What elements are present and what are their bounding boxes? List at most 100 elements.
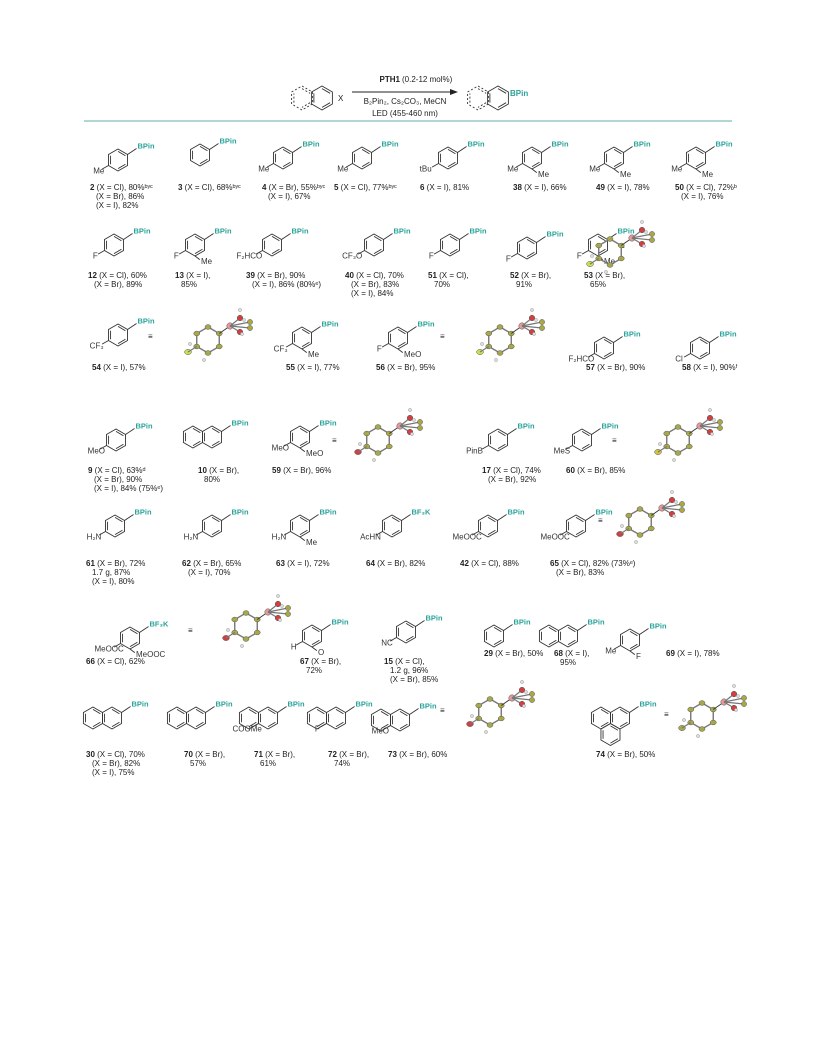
- caption-line: 73 (X = Br), 60%: [388, 750, 447, 759]
- boron-group-label: BPin: [232, 508, 250, 517]
- caption-line: 29 (X = Br), 50%: [484, 649, 543, 658]
- substituent-label: MeO: [88, 447, 105, 456]
- light-label: LED (455-460 nm): [372, 109, 438, 118]
- substituent-label: O: [318, 648, 324, 657]
- substituent-label: Me: [507, 165, 519, 174]
- caption-line: 17 (X = Cl), 74%: [482, 466, 541, 475]
- boron-group-label: BPin: [518, 422, 536, 431]
- compound-10: BPin 10 (X = Br),80%: [182, 419, 250, 484]
- compound-ring: [290, 425, 310, 449]
- boron-group-label: BPin: [468, 140, 486, 149]
- caption-line: 10 (X = Br),: [198, 466, 239, 475]
- compound-ring: [202, 425, 222, 449]
- boron-group-label: BPin: [514, 618, 532, 627]
- caption-line: 59 (X = Br), 96%: [272, 466, 331, 475]
- compound-ring: [438, 146, 458, 170]
- compound-ring: [186, 706, 206, 730]
- caption-line: 53 (X = Br),: [584, 271, 625, 280]
- substrate-ring-right: [311, 85, 333, 111]
- compound-ring: [488, 428, 508, 452]
- caption-line: 1.7 g, 87%: [92, 568, 130, 577]
- equivalence-sign: ≡: [188, 626, 193, 635]
- substituent-label: F: [377, 345, 382, 354]
- caption-line: (X = Br), 83%: [351, 280, 399, 289]
- caption-line: 4 (X = Br), 55%ᵇʸᶜ: [262, 183, 326, 192]
- boron-group-label: BPin: [216, 700, 234, 709]
- boron-group-label: BPin: [634, 140, 652, 149]
- equivalence-sign: ≡: [148, 332, 153, 341]
- substituent-label: Me: [604, 257, 616, 266]
- caption-line: (X = Br), 89%: [94, 280, 142, 289]
- substituent-label: H₂N: [272, 533, 287, 542]
- product-bpin-label: BPin: [510, 89, 528, 98]
- compound-ring: [396, 620, 416, 644]
- boron-group-label: BPin: [552, 140, 570, 149]
- substituent-label: H₂N: [87, 533, 102, 542]
- boron-group-label: BPin: [716, 140, 734, 149]
- substituent-label: Me: [308, 350, 320, 359]
- substituent-label: Me: [93, 167, 105, 176]
- boron-group-label: BPin: [215, 227, 233, 236]
- substituent-label: F₂HCO: [236, 252, 262, 261]
- fused-ring: [590, 706, 611, 730]
- fused-ring: [238, 706, 259, 730]
- caption-line: 80%: [204, 475, 220, 484]
- boron-group-label: BPin: [618, 227, 636, 236]
- caption-line: (X = I), 70%: [188, 568, 230, 577]
- equivalence-sign: ≡: [598, 516, 603, 525]
- compound-29: BPin 29 (X = Br), 50%: [484, 618, 543, 659]
- boron-group-label: BPin: [418, 320, 436, 329]
- substituent-label: F: [636, 652, 641, 661]
- boron-group-label: BPin: [322, 320, 340, 329]
- substituent-label: F: [577, 252, 582, 261]
- caption-line: 57%: [190, 759, 206, 768]
- crystal-structure: ≡: [440, 680, 535, 734]
- product-ring-left: [467, 85, 489, 111]
- caption-line: 91%: [516, 280, 532, 289]
- substituent-label: MeO: [272, 444, 289, 453]
- boron-group-label: BPin: [640, 700, 658, 709]
- equivalence-sign: ≡: [664, 710, 669, 719]
- substituent-label: MeOOC: [452, 533, 482, 542]
- substituent-label: Me: [605, 647, 617, 656]
- caption-line: (X = I), 75%: [92, 768, 134, 777]
- crystal-structure: ≡: [148, 308, 253, 362]
- caption-line: 12 (X = Cl), 60%: [88, 271, 147, 280]
- compound-ring: [106, 428, 126, 452]
- compound-ring: [364, 233, 384, 257]
- substituent-label: MeO: [306, 449, 323, 458]
- substituent-label: Me: [589, 165, 601, 174]
- substituent-label: F: [429, 252, 434, 261]
- caption-line: 2 (X = Cl), 80%ᵇʸᶜ: [90, 183, 153, 192]
- fused-ring: [538, 624, 559, 648]
- boron-group-label: BPin: [232, 419, 250, 428]
- crystal-structure: ≡: [612, 408, 723, 462]
- boron-group-label: BPin: [132, 700, 150, 709]
- boron-group-label: BPin: [547, 230, 565, 239]
- substituent-label: Me: [671, 165, 683, 174]
- substituent-label: Me: [258, 165, 270, 174]
- caption-line: 30 (X = Cl), 70%: [86, 750, 145, 759]
- fused-ring: [82, 706, 103, 730]
- substituent-label: CF₃: [90, 342, 104, 351]
- substituent-label: MeO: [404, 350, 421, 359]
- caption-line: (X = I), 80%: [92, 577, 134, 586]
- caption-line: 57 (X = Br), 90%: [586, 363, 645, 372]
- compound-ring: [594, 336, 614, 360]
- equivalence-sign: ≡: [440, 706, 445, 715]
- boron-group-label: BPin: [138, 142, 156, 151]
